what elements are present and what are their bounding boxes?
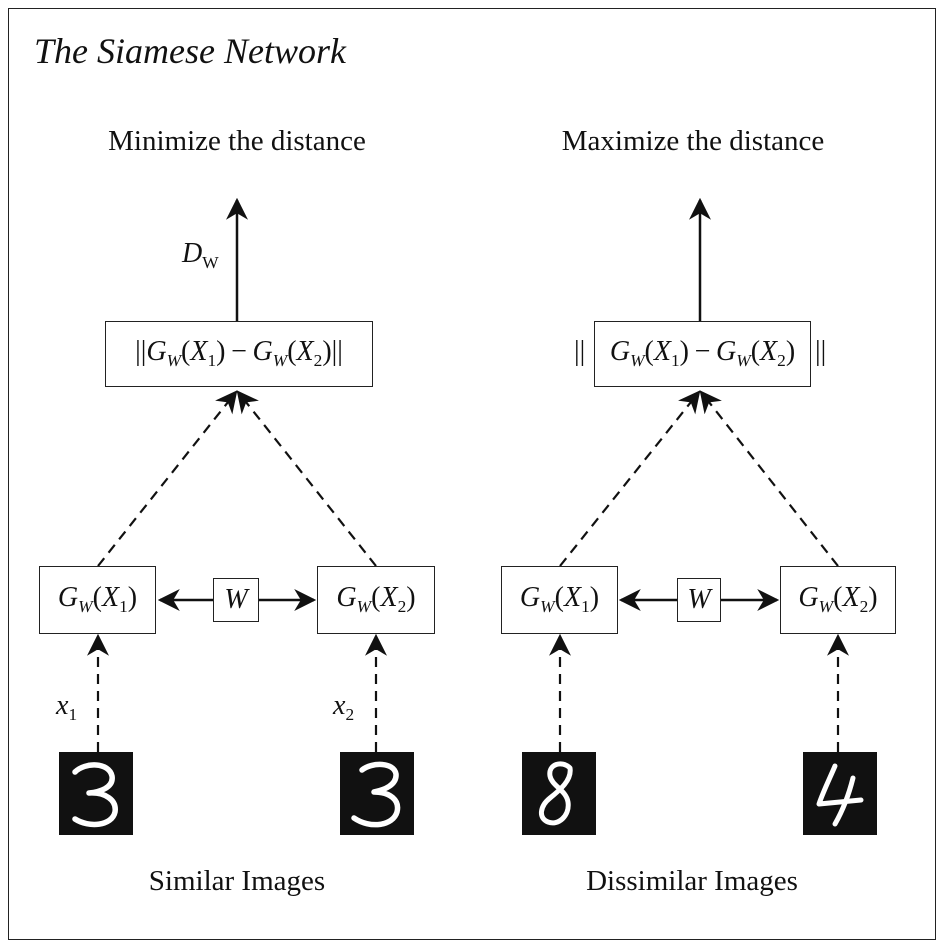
diagram-frame [8, 8, 936, 940]
right-bottom-caption: Dissimilar Images [586, 865, 798, 897]
right-distance-expression: GW(X1) − GW(X2) [609, 336, 796, 371]
right-image1-digit-8 [522, 752, 596, 835]
left-input2-label: x2 [333, 690, 355, 725]
left-branch2-box: GW(X2) [317, 566, 435, 634]
right-branch1-box: GW(X1) [501, 566, 618, 634]
right-top-caption: Maximize the distance [561, 125, 825, 157]
left-input1-label: x1 [56, 690, 78, 725]
left-dashed-arrow-branch1 [97, 390, 238, 567]
left-bottom-caption: Similar Images [148, 865, 326, 897]
right-norm-bar-left: || [574, 336, 586, 367]
left-distance-expression: ||GW(X1) − GW(X2)|| [135, 336, 343, 371]
right-dashed-arrow-branch1 [559, 390, 701, 567]
right-branch2-box: GW(X2) [780, 566, 896, 634]
diagram-title: The Siamese Network [34, 31, 346, 71]
left-top-caption: Minimize the distance [108, 125, 366, 157]
left-branch1-box: GW(X1) [39, 566, 156, 634]
left-image1-digit-3 [59, 752, 133, 835]
right-image2-digit-4 [803, 752, 877, 835]
right-dashed-arrow-branch2 [699, 390, 839, 567]
left-dashed-arrow-branch2 [236, 390, 377, 567]
right-norm-bar-right: || [815, 336, 827, 367]
left-shared-weight-box: W [213, 578, 259, 622]
right-distance-box: GW(X1) − GW(X2) [594, 321, 811, 387]
left-output-label: DW [182, 238, 219, 273]
left-distance-box: ||GW(X1) − GW(X2)|| [105, 321, 373, 387]
left-image2-digit-3 [340, 752, 414, 835]
right-shared-weight-box: W [677, 578, 721, 622]
